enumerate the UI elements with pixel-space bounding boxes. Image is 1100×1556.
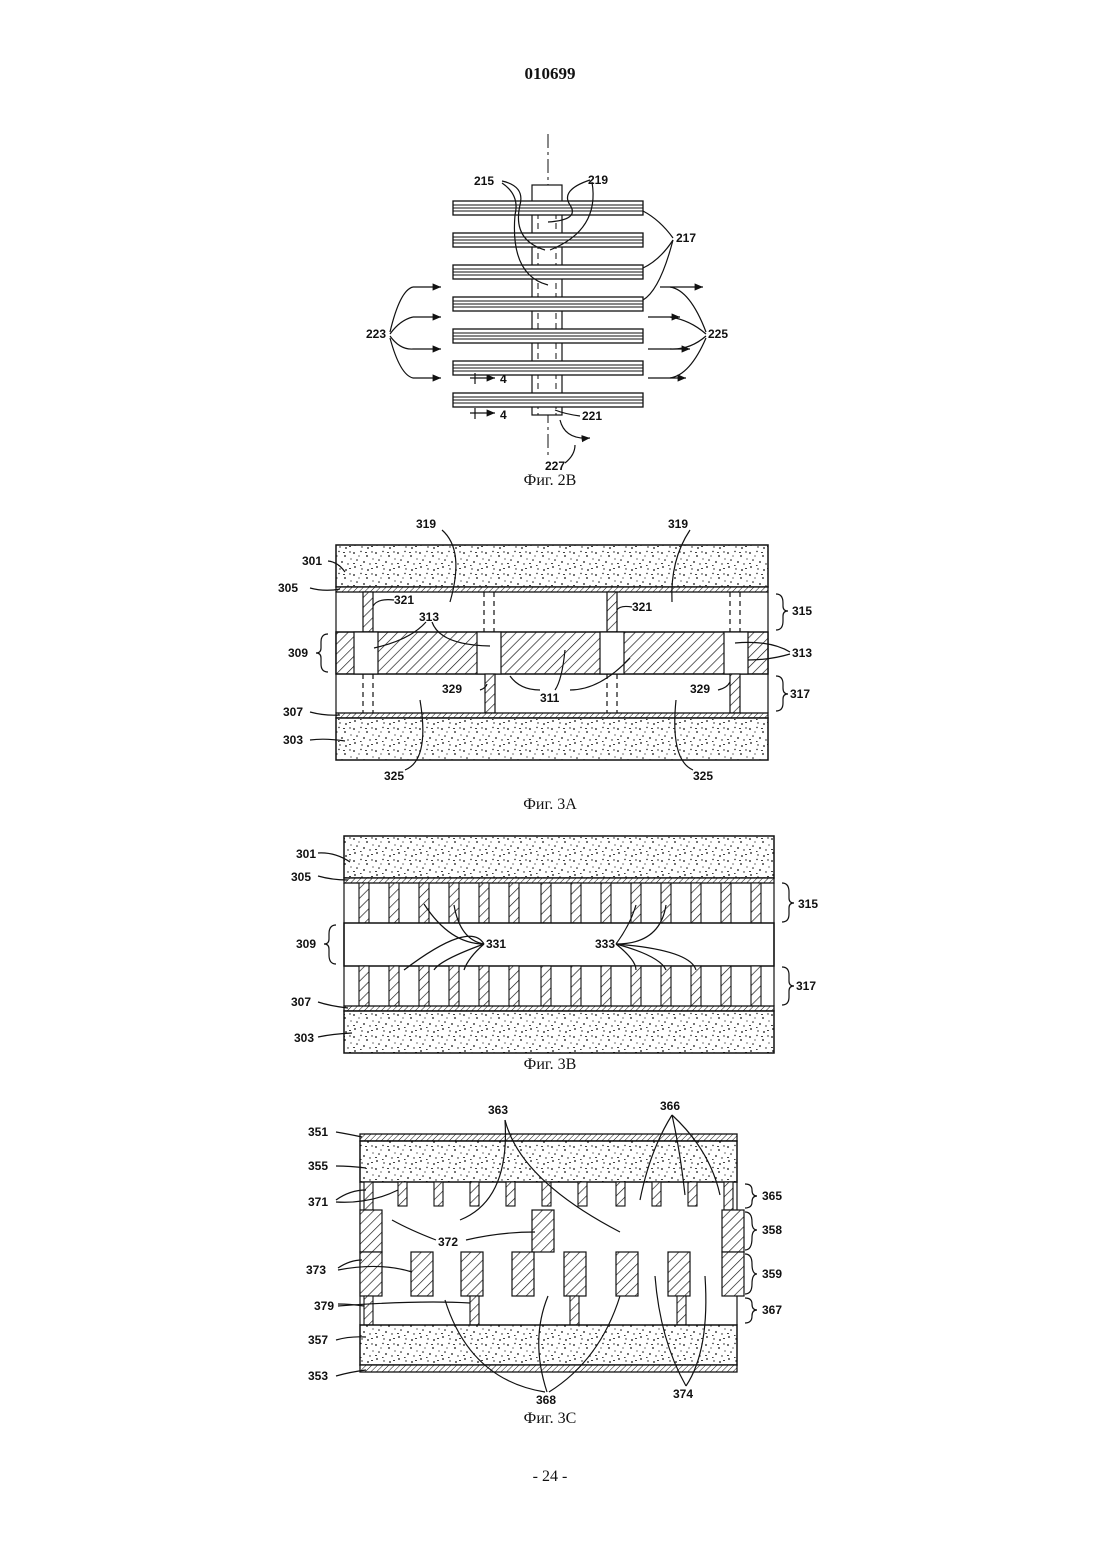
label-4-upper: 4 xyxy=(500,372,507,386)
fig3c-drawing xyxy=(336,1115,757,1392)
page-number: - 24 - xyxy=(0,1468,1100,1486)
label-358: 358 xyxy=(762,1223,782,1237)
label-355: 355 xyxy=(308,1159,328,1173)
label-315: 315 xyxy=(798,897,818,911)
label-365: 365 xyxy=(762,1189,782,1203)
label-353: 353 xyxy=(308,1369,328,1383)
label-329-right: 329 xyxy=(690,682,710,696)
label-331: 331 xyxy=(486,937,506,951)
label-315: 315 xyxy=(792,604,812,618)
label-372: 372 xyxy=(438,1235,458,1249)
label-351: 351 xyxy=(308,1125,328,1139)
label-311: 311 xyxy=(540,691,560,705)
label-309: 309 xyxy=(288,646,308,660)
fig2b-drawing xyxy=(390,134,706,463)
fig3b-drawing xyxy=(318,836,794,1053)
label-359: 359 xyxy=(762,1267,782,1281)
label-367: 367 xyxy=(762,1303,782,1317)
fig3b-caption: Фиг. 3В xyxy=(0,1056,1100,1074)
label-321-left: 321 xyxy=(394,593,414,607)
label-225: 225 xyxy=(708,327,728,341)
label-371: 371 xyxy=(308,1195,328,1209)
label-221: 221 xyxy=(582,409,602,423)
label-223: 223 xyxy=(366,327,386,341)
label-307: 307 xyxy=(283,705,303,719)
label-368: 368 xyxy=(536,1393,556,1407)
label-215: 215 xyxy=(474,174,494,188)
label-325-left: 325 xyxy=(384,769,404,783)
label-303: 303 xyxy=(294,1031,314,1045)
label-319-right: 319 xyxy=(668,517,688,531)
label-373: 373 xyxy=(306,1263,326,1277)
label-317: 317 xyxy=(790,687,810,701)
label-357: 357 xyxy=(308,1333,328,1347)
label-319-left: 319 xyxy=(416,517,436,531)
label-374: 374 xyxy=(673,1387,693,1401)
label-305: 305 xyxy=(278,581,298,595)
label-333: 333 xyxy=(595,937,615,951)
label-313-right: 313 xyxy=(792,646,812,660)
label-305: 305 xyxy=(291,870,311,884)
label-307: 307 xyxy=(291,995,311,1009)
label-217: 217 xyxy=(676,231,696,245)
label-321-right: 321 xyxy=(632,600,652,614)
label-325-right: 325 xyxy=(693,769,713,783)
fig3a-drawing xyxy=(310,530,790,770)
label-317: 317 xyxy=(796,979,816,993)
label-4-lower: 4 xyxy=(500,408,507,422)
label-379: 379 xyxy=(314,1299,334,1313)
fig3c-caption: Фиг. 3С xyxy=(0,1410,1100,1428)
label-329-left: 329 xyxy=(442,682,462,696)
label-366: 366 xyxy=(660,1099,680,1113)
fig2b-caption: Фиг. 2В xyxy=(0,472,1100,490)
label-363: 363 xyxy=(488,1103,508,1117)
label-219: 219 xyxy=(588,173,608,187)
label-301: 301 xyxy=(296,847,316,861)
label-313-left: 313 xyxy=(419,610,439,624)
label-227: 227 xyxy=(545,459,565,473)
label-309: 309 xyxy=(296,937,316,951)
label-303: 303 xyxy=(283,733,303,747)
label-301: 301 xyxy=(302,554,322,568)
fig3a-caption: Фиг. 3А xyxy=(0,796,1100,814)
